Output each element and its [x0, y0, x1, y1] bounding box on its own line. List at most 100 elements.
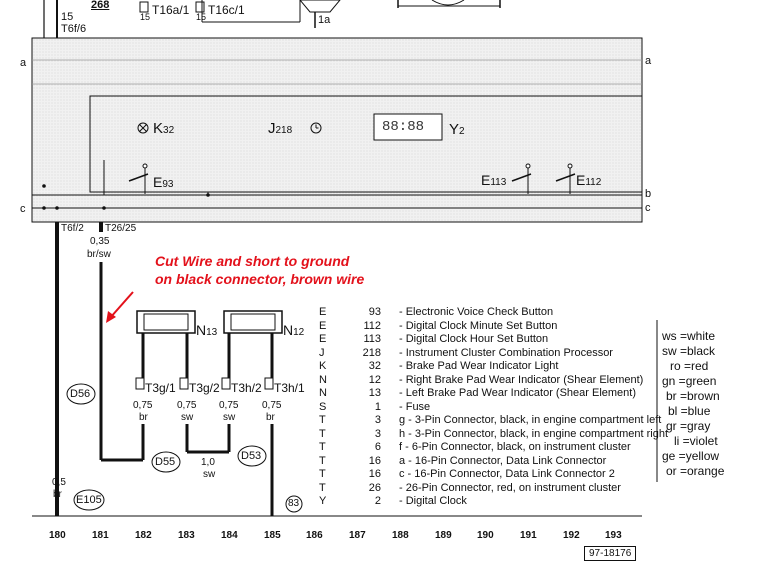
cluster-board [89, 95, 643, 193]
ref-d56-circle [66, 383, 96, 405]
document-reference-code: 97-18176 [584, 546, 637, 561]
color-key-item: or =orange [666, 464, 725, 478]
annotation-line-2: on black connector, brown wire [155, 271, 365, 287]
gauge-t3h1: 0,75 [262, 400, 282, 411]
wire-15-label: 15 [61, 11, 74, 23]
e112-label: E112 [576, 172, 602, 188]
t2625-label: T26/25 [105, 223, 137, 234]
t16a1-pin-label: 15 [140, 12, 151, 22]
gauge-t3h2: 0,75 [219, 400, 239, 411]
edge-c-right: c [645, 202, 651, 214]
color-key-item: bl =blue [668, 404, 711, 418]
column-number: 189 [435, 530, 452, 541]
relay-shape [299, 0, 341, 13]
connector-t3g2: T3g/2 [189, 381, 220, 395]
column-number: 190 [477, 530, 494, 541]
edge-b-right: b [645, 188, 652, 200]
ref-d53: D53 [241, 450, 262, 462]
column-number: 188 [392, 530, 409, 541]
edge-c-left: c [20, 203, 26, 215]
t16a1-label: T16a/1 [152, 3, 190, 17]
annotation-note: Cut Wire and short to ground on black co… [155, 252, 364, 288]
switch-e113-icon [511, 163, 532, 194]
wire-gauge-035: 0,35 [90, 236, 110, 247]
column-number: 193 [605, 530, 622, 541]
color-05: br [53, 489, 62, 500]
e113-label: E113 [481, 172, 507, 188]
k32-label: K32 [153, 120, 175, 137]
switch-e93-icon [128, 163, 149, 194]
ref-d56: D56 [70, 388, 91, 400]
ref-83-circle [285, 495, 303, 513]
gauge-10: 1,0 [201, 457, 215, 468]
annotation-line-1: Cut Wire and short to ground [155, 253, 350, 269]
edge-a-left: a [20, 57, 27, 69]
ref-d55: D55 [155, 456, 176, 468]
color-t3h2: sw [223, 412, 236, 423]
t6f6-label: T6f/6 [61, 23, 87, 35]
e93-label: E93 [153, 174, 174, 190]
t16c1-pin-label: 15 [196, 12, 207, 22]
gauge-t3g1: 0,75 [133, 400, 153, 411]
t16c1-label: T16c/1 [208, 3, 245, 17]
pin-1a-label: 1a [318, 14, 331, 26]
sensor-n12-box [223, 310, 283, 334]
color-key-item: br =brown [666, 389, 720, 403]
color-t3h1: br [266, 412, 275, 423]
t16a1-pin-icon [139, 1, 149, 13]
arrow-head-icon [106, 311, 116, 323]
connector-t3h2: T3h/2 [231, 381, 262, 395]
ref-268: 268 [91, 0, 110, 11]
color-key-item: ws =white [662, 329, 716, 343]
color-key-item: gr =gray [666, 419, 711, 433]
column-number: 182 [135, 530, 152, 541]
color-key-item: sw =black [662, 344, 716, 358]
color-key-item: gn =green [662, 374, 717, 388]
y2-label: Y2 [449, 121, 465, 138]
ref-d53-circle [237, 445, 267, 467]
switch-e112-icon [555, 163, 576, 194]
t16c1-pin-icon [195, 1, 205, 13]
connector-t3h1: T3h/1 [274, 381, 305, 395]
color-10: sw [203, 469, 216, 480]
wire-color-brsw: br/sw [87, 249, 111, 260]
clock-display-text: 88:88 [382, 119, 425, 135]
column-number: 185 [264, 530, 281, 541]
column-number: 186 [306, 530, 323, 541]
ref-83: 83 [288, 498, 300, 509]
clock-display-box [373, 113, 443, 141]
sensor-n13-box [136, 310, 196, 334]
ref-d55-circle [151, 451, 181, 473]
gauge-05: 0,5 [52, 477, 66, 488]
n13-label: N13 [196, 322, 218, 338]
column-number: 192 [563, 530, 580, 541]
color-key-item: ro =red [670, 359, 709, 373]
connector-pin-icon [135, 377, 274, 390]
column-number: 184 [221, 530, 238, 541]
annotation-arrow [109, 291, 134, 319]
ref-e105: E105 [76, 494, 102, 506]
connector-t3g1: T3g/1 [145, 381, 176, 395]
t6f2-label: T6f/2 [61, 223, 84, 234]
edge-a-right: a [645, 55, 652, 67]
column-number: 187 [349, 530, 366, 541]
column-number: 183 [178, 530, 195, 541]
column-number: 180 [49, 530, 66, 541]
color-t3g1: br [139, 412, 148, 423]
column-number: 191 [520, 530, 537, 541]
